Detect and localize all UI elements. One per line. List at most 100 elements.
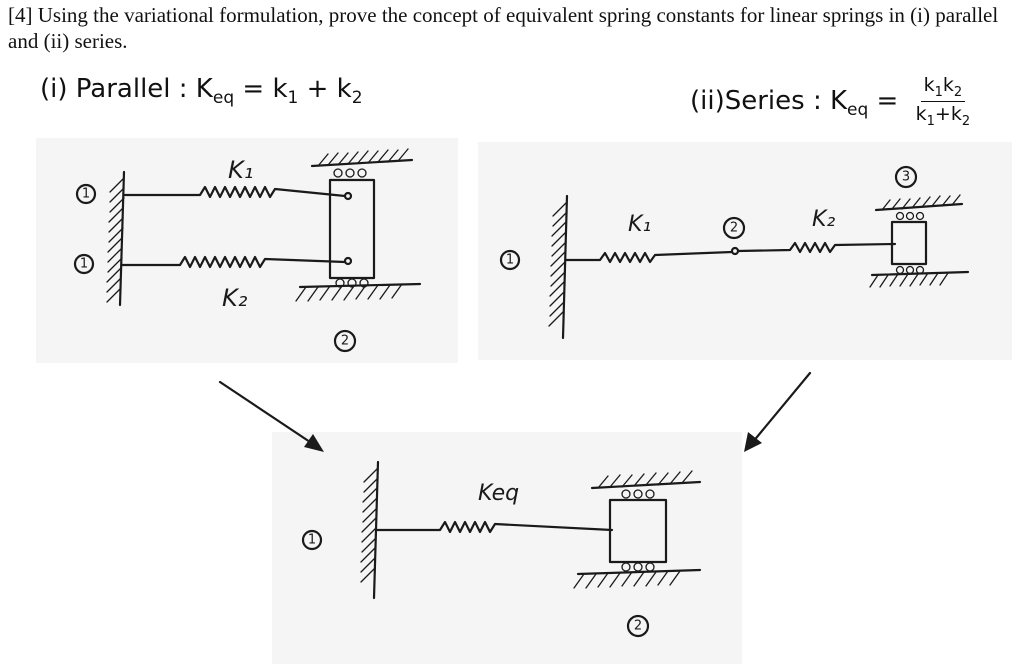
equivalent-top-guide-hatch <box>597 470 693 489</box>
equivalent-node-2: 2 <box>634 619 642 634</box>
parallel-plus: + <box>298 74 337 104</box>
series-top-roller-1 <box>895 211 905 221</box>
parallel-bottom-roller-2 <box>347 278 357 288</box>
spring-k2-label: K₂ <box>222 284 248 312</box>
series-bottom-roller-3 <box>915 265 925 275</box>
equivalent-bottom-roller-1 <box>621 562 631 572</box>
equivalent-diagram-panel <box>272 432 742 664</box>
series-node-2-circle <box>722 216 746 240</box>
spring-keq <box>374 520 614 534</box>
series-label: (ii)Series : K <box>690 85 848 116</box>
parallel-top-roller-1 <box>333 168 343 178</box>
series-top-guide-hatch <box>881 194 961 211</box>
parallel-bottom-attach-point <box>343 256 353 266</box>
arrow-left-head <box>304 434 324 452</box>
parallel-k1-subscript: 1 <box>287 88 299 109</box>
arrow-left-shaft <box>218 380 318 448</box>
parallel-node-1-top: 1 <box>82 187 90 202</box>
parallel-formula: (i) Parallel : Keq = k1 + k2 <box>40 74 363 108</box>
problem-statement: [4] Using the variational formulation, p… <box>8 3 999 53</box>
series-den-plus: + <box>934 102 951 125</box>
equivalent-top-roller-3 <box>645 489 655 499</box>
series-bottom-guide-hatch <box>869 272 949 288</box>
parallel-k2-subscript: 2 <box>351 88 363 109</box>
equivalent-node-1-circle <box>301 529 323 551</box>
parallel-top-roller-2 <box>345 168 355 178</box>
parallel-equals: = <box>234 74 273 104</box>
series-num-k2-subscript: 2 <box>953 84 963 100</box>
parallel-k2: k <box>336 74 352 104</box>
parallel-wall-hatch <box>106 177 125 303</box>
series-den-k2-subscript: 2 <box>961 113 971 129</box>
spring-k1-label: K₁ <box>228 156 253 184</box>
parallel-node-1-bottom: 1 <box>80 257 88 272</box>
spring-k1-series-label: K₁ <box>628 212 651 237</box>
arrow-left <box>218 380 324 452</box>
series-equals: = <box>868 85 907 116</box>
series-numerator: k1k2 <box>920 74 966 102</box>
equivalent-bottom-roller-2 <box>633 562 643 572</box>
series-num-k1-subscript: 1 <box>934 84 943 100</box>
equivalent-bottom-roller-3 <box>645 562 655 572</box>
series-bottom-roller-1 <box>895 265 905 275</box>
series-diagram: 1 K₁ 2 K₂ 3 <box>499 165 970 340</box>
spring-k2 <box>120 255 347 269</box>
series-node-1: 1 <box>506 253 514 268</box>
parallel-node-2: 2 <box>341 334 349 349</box>
parallel-label: (i) Parallel : K <box>40 74 213 104</box>
series-num-k2: k <box>942 74 954 96</box>
series-denominator: k1+k2 <box>913 102 974 129</box>
series-keq-subscript: eq <box>847 99 869 120</box>
parallel-block <box>328 178 376 280</box>
series-node-2: 2 <box>730 221 738 236</box>
parallel-bottom-guide <box>298 282 422 289</box>
parallel-bottom-roller-3 <box>359 278 369 288</box>
parallel-k1: k <box>272 74 288 104</box>
parallel-top-roller-3 <box>357 168 367 178</box>
parallel-bottom-roller-1 <box>335 278 345 288</box>
series-num-k1: k <box>923 74 935 96</box>
arrow-right <box>744 371 812 452</box>
parallel-top-attach-point <box>343 191 353 201</box>
equivalent-node-2-circle <box>626 614 650 638</box>
series-node-1-circle <box>499 249 521 271</box>
series-den-k1-subscript: 1 <box>926 113 935 129</box>
parallel-node-2-circle <box>333 329 357 353</box>
series-wall <box>561 194 569 340</box>
equivalent-bottom-guide-hatch <box>573 570 681 589</box>
spring-k1-series <box>564 250 734 264</box>
spring-keq-label: Keq <box>478 481 519 506</box>
series-top-roller-2 <box>905 211 915 221</box>
series-top-guide <box>874 202 964 212</box>
equivalent-block <box>608 498 668 564</box>
parallel-bottom-guide-hatch <box>295 283 403 302</box>
parallel-node-1-bottom-circle <box>73 253 95 275</box>
equivalent-wall-hatch <box>360 467 379 583</box>
equivalent-diagram: 1 Keq 2 <box>301 460 702 638</box>
series-node-3: 3 <box>902 170 910 185</box>
parallel-top-guide <box>310 158 414 168</box>
arrow-right-head <box>744 432 762 452</box>
equivalent-node-1: 1 <box>308 533 316 548</box>
series-den-k1: k <box>915 102 927 125</box>
arrow-right-shaft <box>750 371 812 445</box>
spring-k2-series <box>736 241 897 254</box>
equivalent-top-roller-2 <box>633 489 643 499</box>
series-den-k2: k <box>950 102 962 125</box>
parallel-diagram-panel <box>36 138 458 363</box>
parallel-node-1-top-circle <box>75 183 97 205</box>
series-bottom-roller-2 <box>905 265 915 275</box>
series-top-roller-3 <box>915 211 925 221</box>
series-node-3-circle <box>894 165 918 189</box>
spring-k1 <box>122 185 347 199</box>
parallel-top-guide-hatch <box>317 148 409 167</box>
parallel-keq-subscript: eq <box>212 88 235 109</box>
equivalent-top-roller-1 <box>621 489 631 499</box>
parallel-diagram: 1 1 K₁ K₂ 2 <box>73 148 422 353</box>
series-block <box>890 220 928 266</box>
spring-k2-series-label: K₂ <box>812 207 835 232</box>
series-wall-hatch <box>548 201 568 327</box>
